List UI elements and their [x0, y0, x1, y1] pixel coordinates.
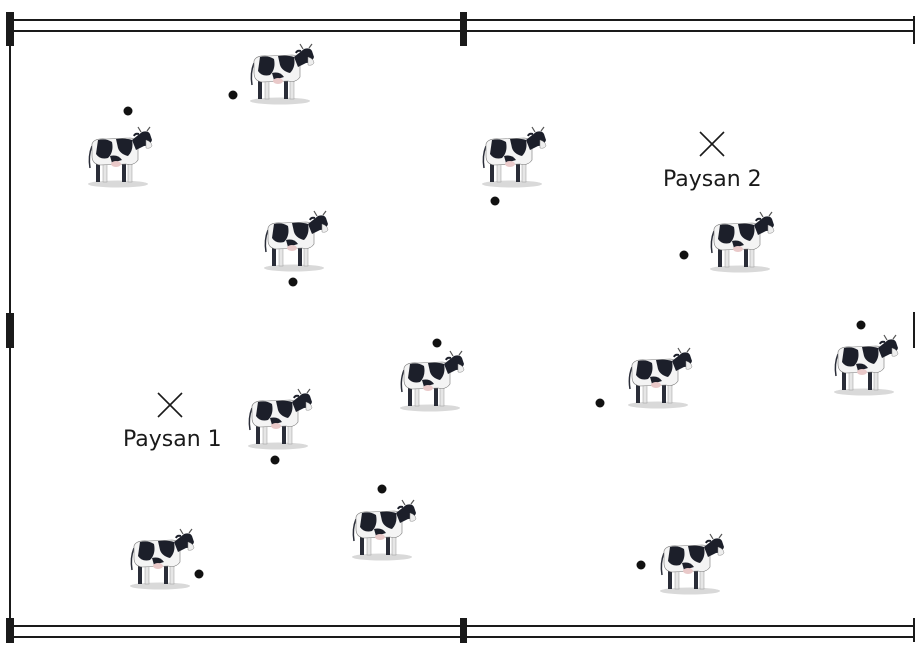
point-marker — [378, 485, 387, 494]
farmer-2-cross-icon — [700, 132, 724, 156]
cow-icon — [834, 335, 898, 396]
cow-icon — [482, 127, 546, 188]
point-marker — [596, 399, 605, 408]
point-marker — [491, 197, 500, 206]
point-marker — [124, 107, 133, 116]
herd — [88, 44, 898, 595]
fence-posts — [6, 12, 467, 643]
cow-icon — [88, 127, 152, 188]
farmer-2-label: Paysan 2 — [663, 169, 762, 191]
cow-icon — [250, 44, 314, 105]
fence-post — [460, 12, 467, 46]
cow-icon — [660, 534, 724, 595]
fence-post — [6, 313, 14, 348]
farmer-1-cross-icon — [158, 393, 182, 417]
point-marker — [271, 456, 280, 465]
cow-icon — [248, 389, 312, 450]
point-marker — [433, 339, 442, 348]
cow-icon — [710, 212, 774, 273]
fence-post — [6, 618, 14, 643]
fence-post — [6, 12, 14, 46]
point-marker — [857, 321, 866, 330]
cow-icon — [400, 351, 464, 412]
point-marker — [195, 570, 204, 579]
cow-icon — [628, 348, 692, 409]
point-marker — [637, 561, 646, 570]
cow-icon — [130, 529, 194, 590]
cow-icon — [264, 211, 328, 272]
point-marker — [229, 91, 238, 100]
farmer-1-label: Paysan 1 — [123, 429, 222, 451]
cow-icon — [352, 500, 416, 561]
fence-post — [460, 618, 467, 643]
point-marker — [680, 251, 689, 260]
point-marker — [289, 278, 298, 287]
